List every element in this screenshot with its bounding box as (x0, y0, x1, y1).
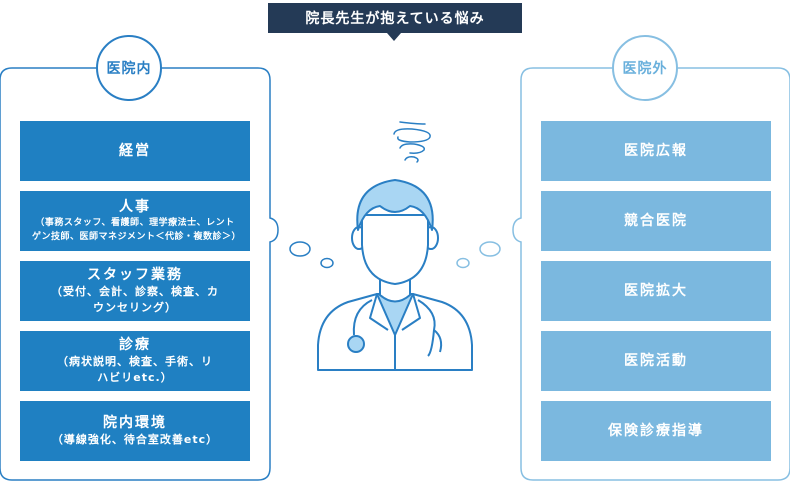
inside-label: 医院内 (96, 35, 162, 101)
outside-item-title: 医院活動 (624, 353, 688, 369)
outside-item-title: 医院広報 (624, 143, 688, 159)
outside-item-title: 競合医院 (624, 213, 688, 229)
thought-bubble-icon (456, 241, 501, 269)
outside-item-activities: 医院活動 (541, 331, 771, 391)
thought-bubble-icon (289, 241, 334, 269)
inside-item-hr: 人事 （事務スタッフ、看護師、理学療法士、レントゲン技師、医師マネジメント＜代診… (20, 191, 250, 251)
confused-swirl-icon (393, 121, 431, 163)
inside-item-title: 経営 (119, 143, 151, 159)
inside-item-title: スタッフ業務 (87, 267, 183, 283)
outside-label: 医院外 (612, 35, 678, 101)
inside-item-title: 診療 (119, 337, 151, 353)
outside-item-competition: 競合医院 (541, 191, 771, 251)
inside-item-management: 経営 (20, 121, 250, 181)
inside-item-title: 人事 (119, 199, 151, 215)
outside-item-pr: 医院広報 (541, 121, 771, 181)
inside-item-detail: （受付、会計、診察、検査、カウンセリング） (51, 285, 219, 314)
inside-item-title: 院内環境 (103, 415, 167, 431)
inside-item-treatment: 診療 （病状説明、検査、手術、リハビリetc.） (20, 331, 250, 391)
outside-item-expansion: 医院拡大 (541, 261, 771, 321)
outside-item-title: 医院拡大 (624, 283, 688, 299)
doctor-icon (317, 179, 473, 371)
inside-panel-frame (0, 67, 279, 481)
outside-item-title: 保険診療指導 (608, 423, 704, 439)
title-pointer (387, 33, 401, 41)
outside-item-insurance: 保険診療指導 (541, 401, 771, 461)
inside-item-detail: （病状説明、検査、手術、リハビリetc.） (57, 355, 213, 384)
inside-item-staff: スタッフ業務 （受付、会計、診察、検査、カウンセリング） (20, 261, 250, 321)
page-title: 院長先生が抱えている悩み (268, 3, 522, 33)
inside-item-detail: （事務スタッフ、看護師、理学療法士、レントゲン技師、医師マネジメント＜代診・複数… (32, 218, 242, 242)
inside-item-environment: 院内環境 （導線強化、待合室改善etc） (20, 401, 250, 461)
inside-item-detail: （導線強化、待合室改善etc） (51, 433, 219, 446)
